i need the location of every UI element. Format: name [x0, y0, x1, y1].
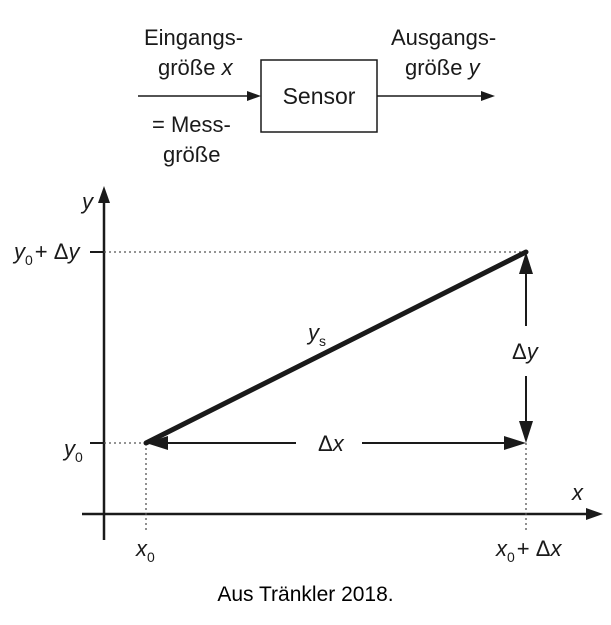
y0-label: y0: [62, 436, 83, 465]
y-axis-arrowhead: [98, 186, 110, 203]
delta-x-arrowhead-left: [146, 436, 168, 450]
figure-caption: Aus Tränkler 2018.: [217, 583, 394, 606]
x-axis-arrowhead: [586, 508, 603, 520]
delta-y-arrowhead-bottom: [519, 421, 533, 443]
characteristic-graph: y x ys Δx Δy y0 y0+ Δy x0 x0+ Δx: [12, 186, 603, 565]
measurand-label-line2: größe: [163, 142, 220, 167]
delta-x-label: Δx: [318, 431, 345, 456]
sensor-label: Sensor: [283, 83, 356, 109]
x-right-label: x0+ Δx: [495, 536, 562, 565]
output-label-line2: größe y: [405, 55, 482, 80]
sensor-characteristic-diagram: Sensor Eingangs- größe x = Mess- größe A…: [12, 25, 603, 565]
sensor-box: [260, 59, 378, 133]
input-arrowhead: [247, 91, 261, 101]
delta-x-arrowhead-right: [504, 436, 526, 450]
characteristic-line-label: ys: [306, 320, 326, 349]
x-axis-label: x: [571, 480, 584, 505]
output-arrowhead: [481, 91, 495, 101]
delta-y-label: Δy: [512, 339, 540, 364]
x0-label: x0: [135, 536, 155, 565]
characteristic-line: [143, 249, 529, 446]
input-label-line2: größe x: [158, 55, 234, 80]
y-top-label: y0+ Δy: [12, 239, 81, 268]
output-label-line1: Ausgangs-: [391, 25, 496, 50]
block-diagram: Sensor Eingangs- größe x = Mess- größe A…: [138, 25, 496, 167]
measurand-label-line1: = Mess-: [152, 112, 231, 137]
delta-y-arrowhead-top: [519, 252, 533, 274]
y-axis-label: y: [80, 189, 95, 214]
input-label-line1: Eingangs-: [144, 25, 243, 50]
